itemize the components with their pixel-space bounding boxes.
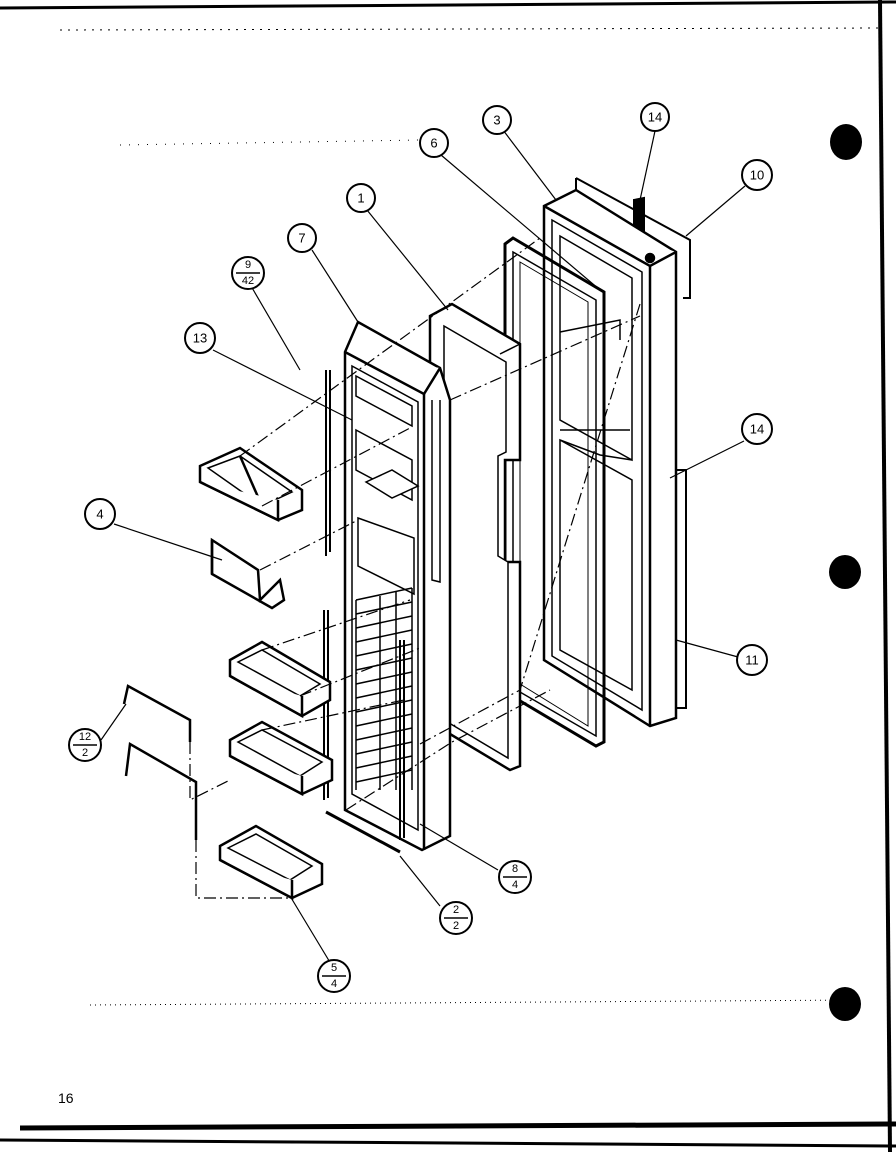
binder-hole: [830, 124, 862, 160]
svg-text:11: 11: [745, 653, 759, 668]
fraction-callout-8-4: 8 4: [498, 860, 532, 894]
door-bin-top: [198, 446, 304, 522]
door-bin-lower: [228, 720, 334, 797]
door-bin-bottom: [218, 824, 324, 901]
svg-text:8: 8: [512, 863, 518, 875]
svg-text:2: 2: [453, 920, 459, 932]
svg-text:14: 14: [750, 422, 764, 437]
binder-hole: [829, 555, 861, 589]
svg-text:2: 2: [82, 747, 88, 759]
callout-14-top: 14: [640, 102, 670, 132]
outer-door-shell: [542, 188, 678, 728]
leader-lines: [100, 129, 746, 965]
fraction-callout-9-42: 9 42: [231, 256, 265, 290]
svg-text:4: 4: [96, 507, 103, 522]
callout-13: 13: [184, 322, 216, 354]
door-bins: [198, 446, 334, 901]
svg-text:13: 13: [193, 331, 207, 346]
inner-liner-frame: [428, 302, 522, 772]
svg-text:6: 6: [430, 136, 437, 151]
callout-10: 10: [741, 159, 773, 191]
page-number: 16: [58, 1090, 74, 1106]
shelf-ribs: [355, 587, 413, 790]
callout-14-side: 14: [741, 413, 773, 445]
svg-text:2: 2: [453, 904, 459, 916]
fraction-callout-12-2: 12 2: [68, 728, 102, 762]
inner-door-liner: [343, 320, 452, 852]
svg-text:3: 3: [493, 113, 500, 128]
svg-text:14: 14: [648, 110, 662, 125]
callout-4: 4: [84, 498, 116, 530]
callout-7: 7: [287, 223, 317, 253]
assembly-lines: [189, 237, 641, 899]
svg-text:4: 4: [331, 978, 337, 990]
binder-hole: [829, 987, 861, 1021]
svg-text:7: 7: [298, 231, 305, 246]
svg-text:12: 12: [79, 731, 91, 743]
callout-11: 11: [736, 644, 768, 676]
svg-text:4: 4: [512, 879, 518, 891]
wire-retainers: [122, 684, 198, 840]
side-trims: [323, 370, 405, 854]
svg-text:10: 10: [750, 168, 764, 183]
svg-text:1: 1: [357, 191, 364, 206]
fraction-callout-2-2: 2 2: [439, 901, 473, 935]
fraction-callout-5-4: 5 4: [317, 959, 351, 993]
callout-1: 1: [346, 183, 376, 213]
callout-6: 6: [419, 128, 449, 158]
binder-holes: [829, 124, 862, 1021]
svg-text:5: 5: [331, 962, 337, 974]
svg-text:42: 42: [242, 275, 254, 287]
svg-text:9: 9: [245, 259, 251, 271]
door-bin-mid: [228, 640, 332, 719]
callout-3: 3: [482, 105, 512, 135]
